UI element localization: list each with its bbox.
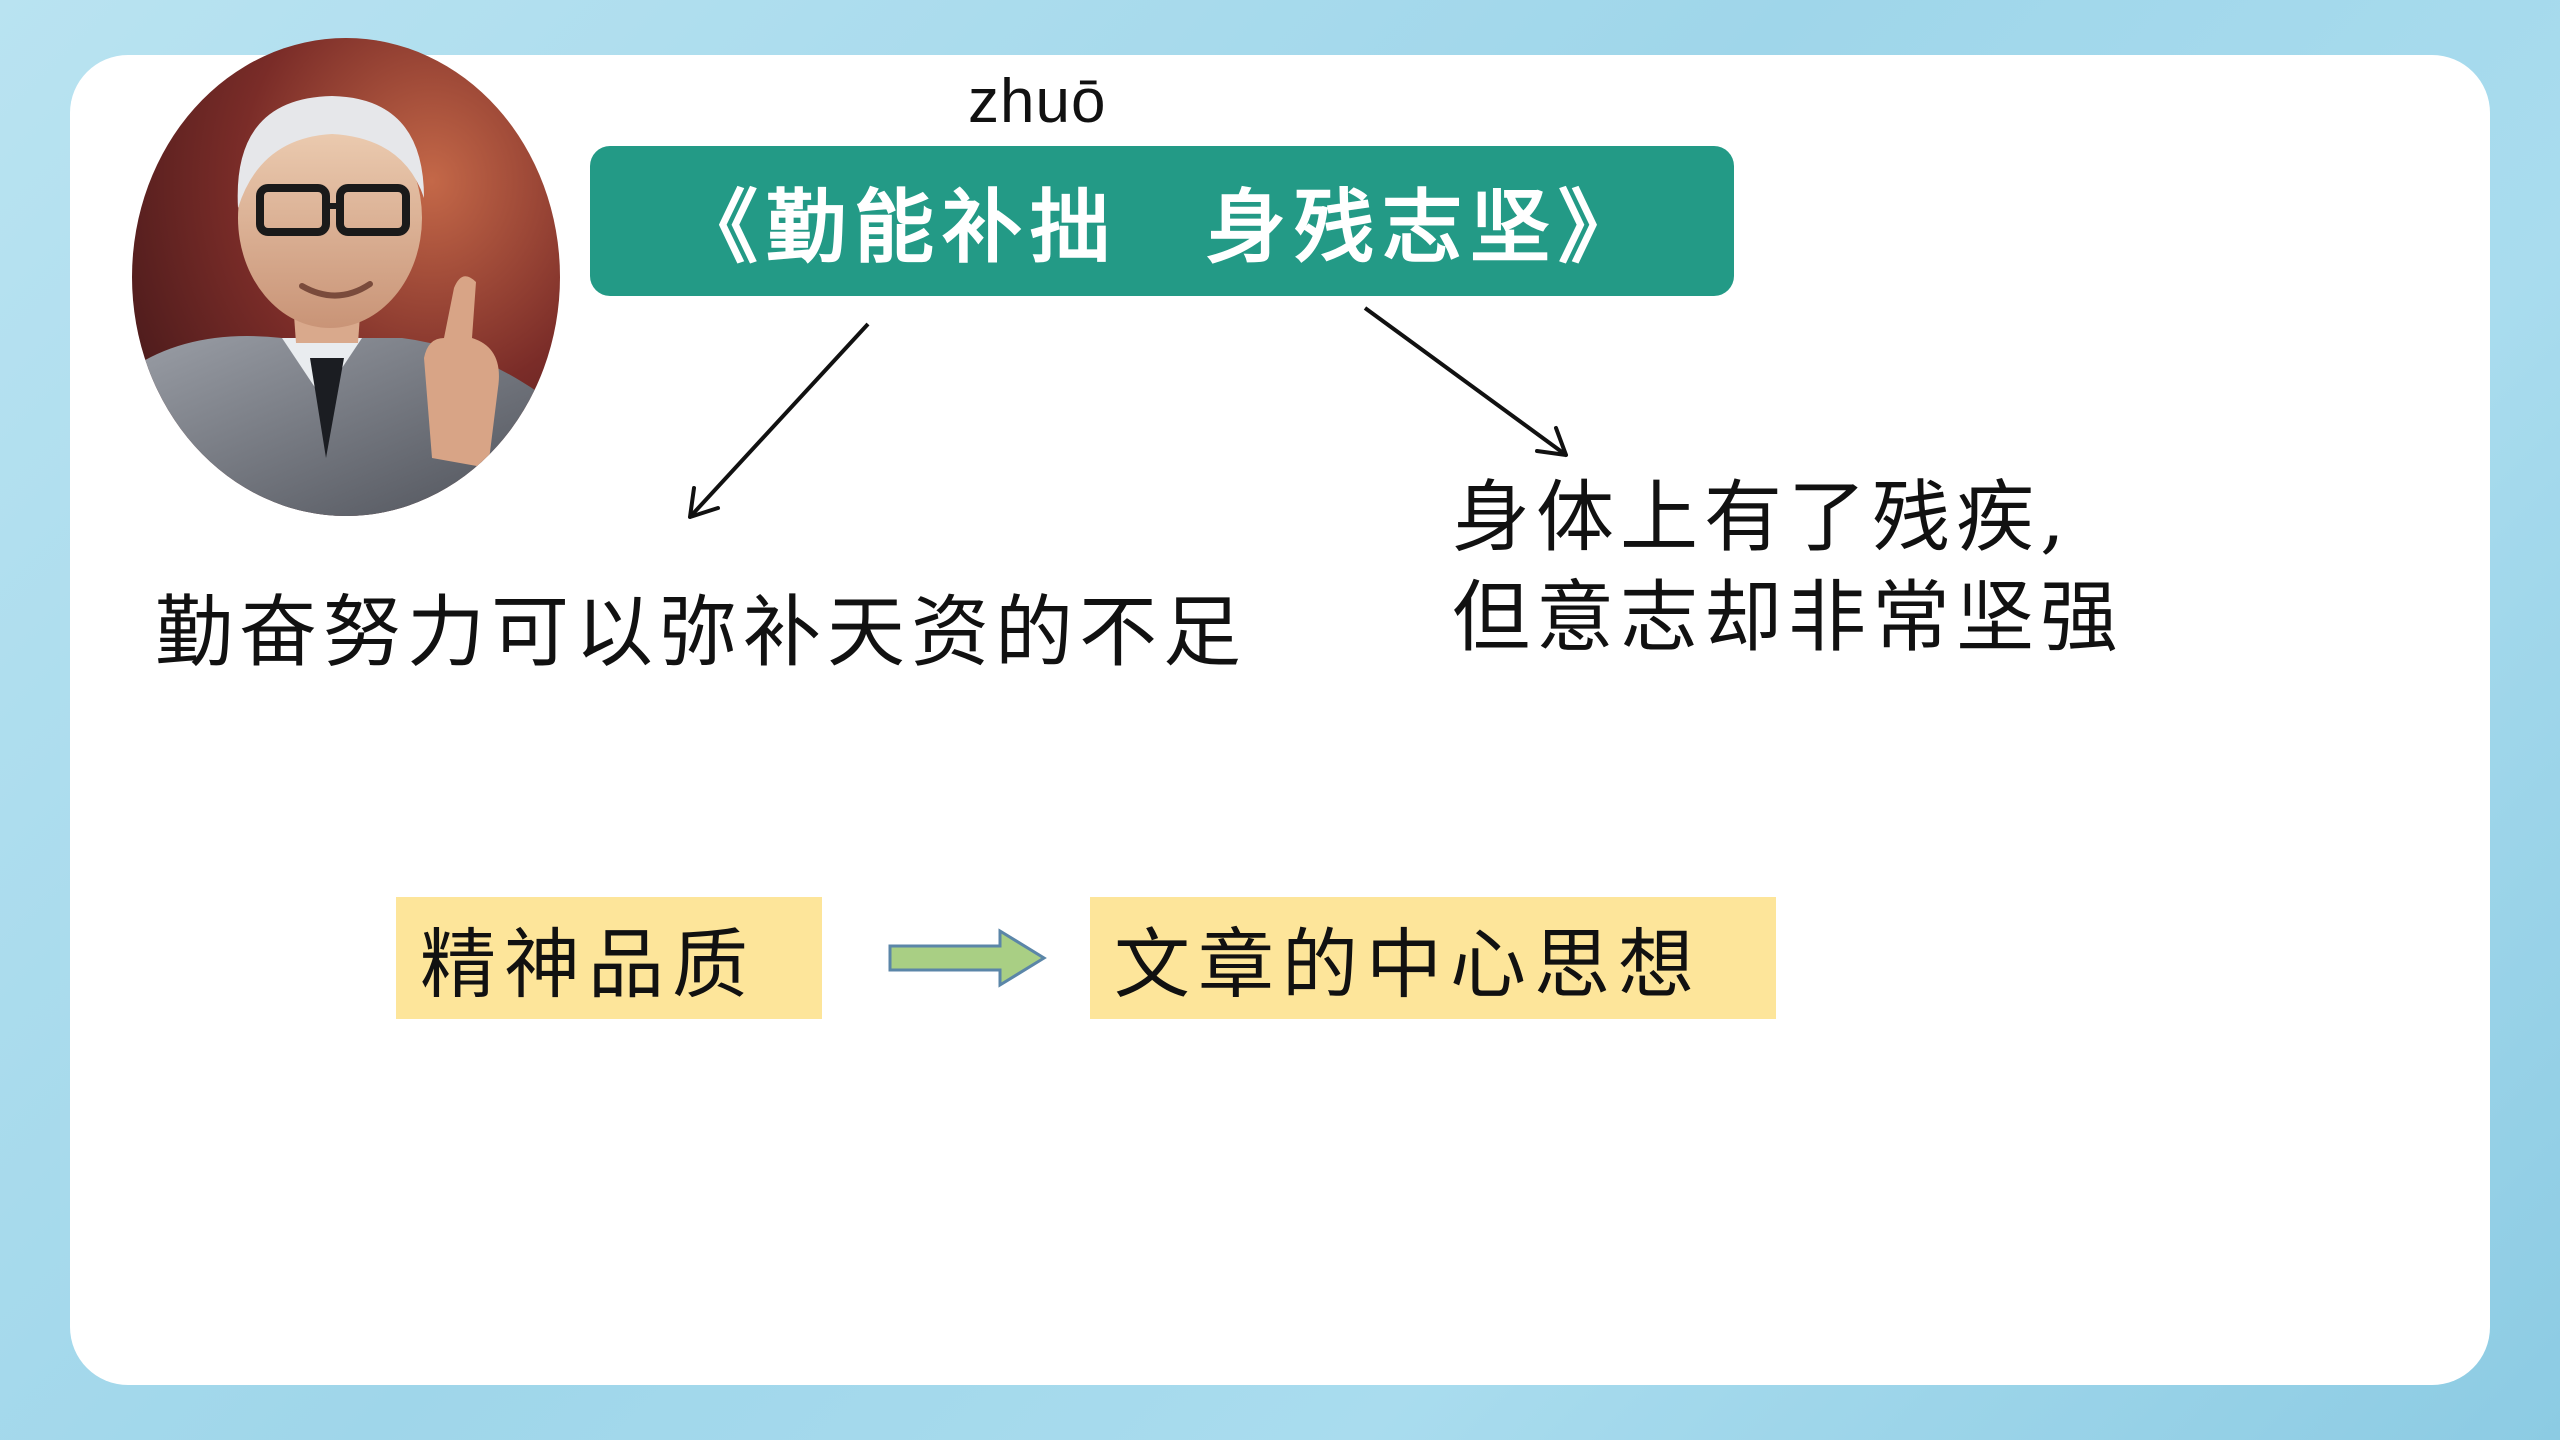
box-spiritual-quality-label: 精神品质 (420, 903, 756, 1013)
box-central-idea: 文章的中心思想 (1090, 897, 1776, 1019)
box-spiritual-quality: 精神品质 (396, 897, 822, 1019)
right-arrow-icon (888, 928, 1048, 988)
meaning-right: 身体上有了残疾, 但意志却非常坚强 (1452, 468, 2124, 668)
meaning-right-line2: 但意志却非常坚强 (1452, 568, 2124, 668)
meaning-left: 勤奋努力可以弥补天资的不足 (155, 570, 1247, 682)
meaning-right-line1: 身体上有了残疾, (1452, 468, 2124, 568)
box-central-idea-label: 文章的中心思想 (1114, 903, 1702, 1013)
